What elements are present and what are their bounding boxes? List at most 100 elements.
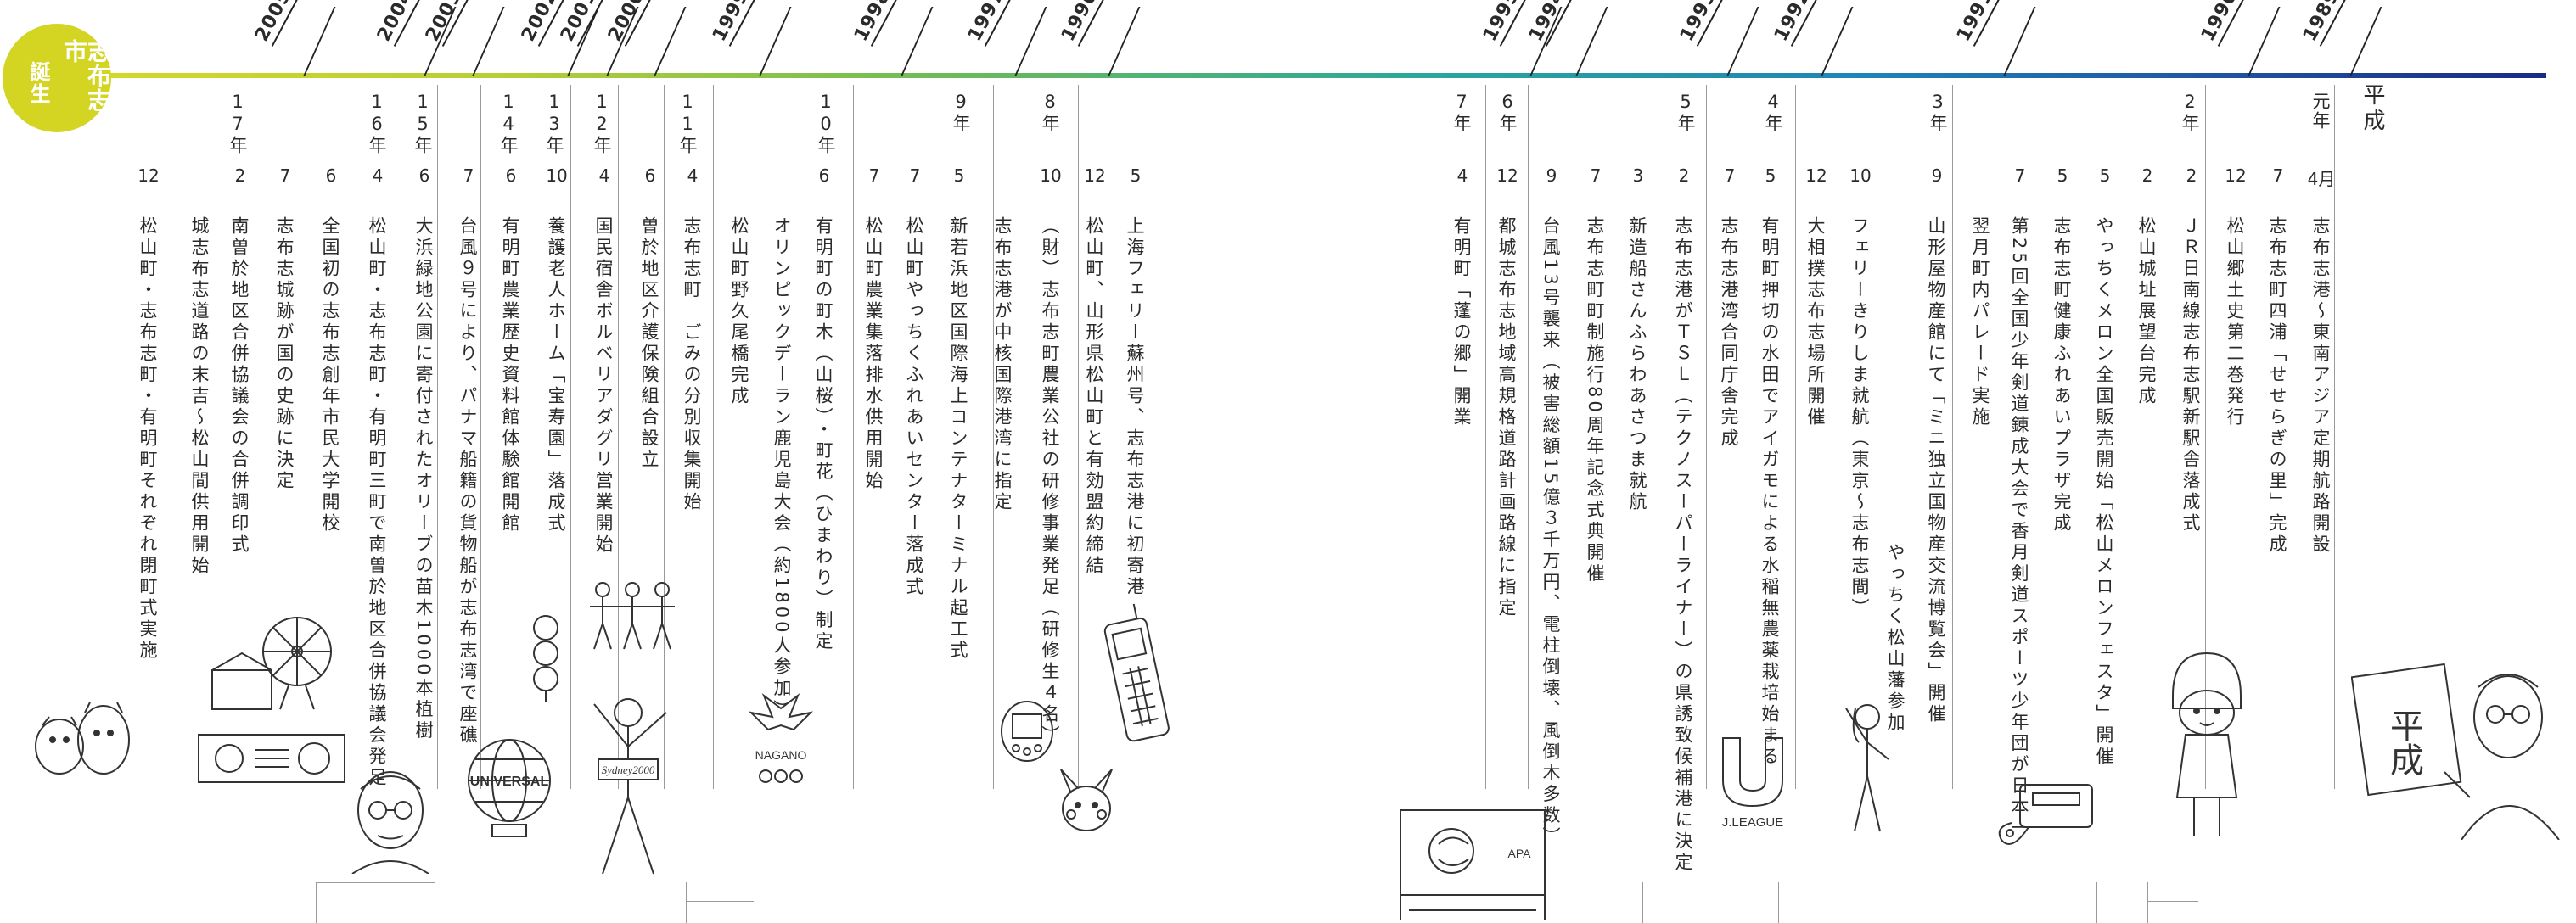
tamagotchi-icon	[997, 696, 1057, 764]
year-label: 1992	[1771, 0, 1816, 45]
heisei-year-number: 12年	[592, 92, 612, 155]
event-month: 7	[2014, 165, 2026, 186]
bottom-bracket-line	[1778, 882, 1779, 923]
event-text: 大浜緑地公園に寄付されたオリーブの苗木1000本植樹	[413, 216, 434, 742]
event-month: 7	[909, 165, 921, 186]
year-label: 1995	[1479, 0, 1524, 45]
heisei-sign-label: 平成	[2384, 708, 2423, 776]
event-text: 城志布志道路の末吉～松山間供用開始	[189, 216, 210, 577]
event-text: 全国初の志布志創年市民大学開校	[320, 216, 340, 534]
universal-globe-icon: UNIVERSAL	[450, 730, 569, 840]
event-text: 新若浜地区国際海上コンテナターミナル起工式	[948, 216, 968, 662]
heisei-year-number: 6年	[1497, 92, 1518, 133]
year-separator	[664, 85, 665, 789]
event-month: 6	[644, 165, 656, 186]
year-label: 2001	[557, 0, 602, 45]
event-text: 翌月町内パレード実施	[1970, 216, 1990, 428]
event-month: 12	[2225, 165, 2247, 186]
year-label: 2002	[518, 0, 563, 45]
badge-city-name: 志布志市	[60, 39, 112, 113]
year-separator	[437, 85, 438, 789]
event-text: 松山町やっちくふれあいセンター落成式	[904, 216, 924, 598]
heisei-year-number: 2年	[2180, 92, 2200, 133]
event-month: 10	[546, 165, 568, 186]
event-text: 新造船さんふらわあさつま就航	[1627, 216, 1647, 513]
year-separator	[618, 85, 619, 789]
event-month: 2	[234, 165, 246, 186]
event-text: 大相撲志布志場所開催	[1805, 216, 1826, 428]
year-separator	[1706, 85, 1707, 789]
event-month: 2	[2186, 165, 2197, 186]
event-month: 12	[1805, 165, 1827, 186]
event-text: 松山町・志布志町・有明町三町で南曽於地区合併協議会発足	[367, 216, 387, 789]
event-text: 松山町・志布志町・有明町それぞれ閉町式実施	[137, 216, 158, 662]
dango-icon	[525, 611, 567, 704]
bottom-bracket-line	[686, 901, 754, 902]
year-label: 2005	[251, 0, 296, 45]
event-text: やっちく松山藩参加	[1885, 543, 1905, 734]
bottom-bracket-line	[2147, 901, 2198, 902]
event-text: 松山町、山形県松山町と有効盟約締結	[1084, 216, 1104, 577]
event-text: 都城志布志地域高規格道路計画路線に指定	[1496, 216, 1517, 619]
event-text: 志布志町 ごみの分別収集開始	[682, 216, 702, 513]
event-text: 松山町野久尾橋完成	[729, 216, 749, 407]
heisei-sign-icon: 平成	[2351, 653, 2563, 840]
event-month: 5	[1765, 165, 1776, 186]
banknote-icon	[195, 731, 348, 786]
event-text: 有明町「蓬の郷」開業	[1451, 216, 1472, 428]
event-text: ＪＲ日南線志布志駅新駅舎落成式	[2180, 216, 2201, 534]
mobile-phone-icon	[1103, 594, 1188, 742]
year-separator	[2205, 85, 2206, 789]
year-label: 2000	[604, 0, 649, 45]
event-month: 10	[1040, 165, 1062, 186]
year-separator	[1952, 85, 1953, 789]
event-month: 5	[1130, 165, 1142, 186]
bottom-bracket-line	[1642, 882, 1643, 923]
year-separator	[1485, 85, 1486, 789]
year-separator	[570, 85, 571, 789]
nagano-olympics-icon: NAGANO	[738, 691, 823, 785]
year-label: 1989	[2299, 0, 2344, 45]
event-month: 7	[1590, 165, 1602, 186]
year-separator	[1795, 85, 1796, 789]
event-month: 4	[598, 165, 610, 186]
event-month: 5	[953, 165, 965, 186]
heisei-year-number: 5年	[1675, 92, 1696, 133]
bottom-bracket-line	[316, 882, 317, 923]
event-text: 国民宿舎ボルベリアダグリ営業開始	[593, 216, 614, 556]
event-text: 台風９号により、パナマ船籍の貨物船が志布志湾で座礁	[457, 216, 478, 747]
event-month: 4	[372, 165, 384, 186]
event-text: 有明町押切の水田でアイガモによる水稲無農薬栽培始まる	[1759, 216, 1780, 768]
event-month: 9	[1546, 165, 1557, 186]
event-month: 7	[868, 165, 880, 186]
dancers-icon	[586, 577, 679, 653]
year-label: 1998	[850, 0, 895, 45]
event-month: 6	[505, 165, 517, 186]
event-text: フェリーきりしま就航（東京～志布志間）	[1849, 216, 1870, 619]
event-text: 志布志町町制施行80周年記念式典開催	[1585, 216, 1605, 585]
year-separator	[993, 85, 994, 789]
year-separator	[1078, 85, 1079, 789]
heisei-year-number: 10年	[816, 92, 836, 155]
heisei-year-number: 9年	[951, 92, 971, 133]
year-tick	[2248, 7, 2281, 76]
event-text: 志布志町四浦「せせらぎの里」完成	[2267, 216, 2287, 556]
heisei-year-number: 13年	[544, 92, 564, 155]
bottom-bracket-line	[2147, 882, 2148, 923]
event-month: 7	[2272, 165, 2284, 186]
event-text: 曽於地区介護保険組合設立	[639, 216, 659, 471]
event-month: 3	[1632, 165, 1644, 186]
bottom-bracket-line	[686, 882, 687, 923]
event-text: 上海フェリー蘇州号、志布志港に初寄港	[1125, 216, 1145, 598]
event-text: 松山城址展望台完成	[2136, 216, 2157, 407]
nagano-label: NAGANO	[755, 748, 807, 762]
era-label: 平成	[2360, 83, 2385, 134]
jleague-logo-icon: J.LEAGUE	[1710, 730, 1795, 831]
year-label: 1999	[709, 0, 754, 45]
year-tick	[901, 7, 934, 76]
year-label: 2004	[373, 0, 418, 45]
ferris-wheel-icon	[204, 611, 340, 713]
event-month: 5	[2057, 165, 2068, 186]
year-separator	[2334, 85, 2335, 789]
heisei-year-number: 17年	[227, 92, 248, 155]
